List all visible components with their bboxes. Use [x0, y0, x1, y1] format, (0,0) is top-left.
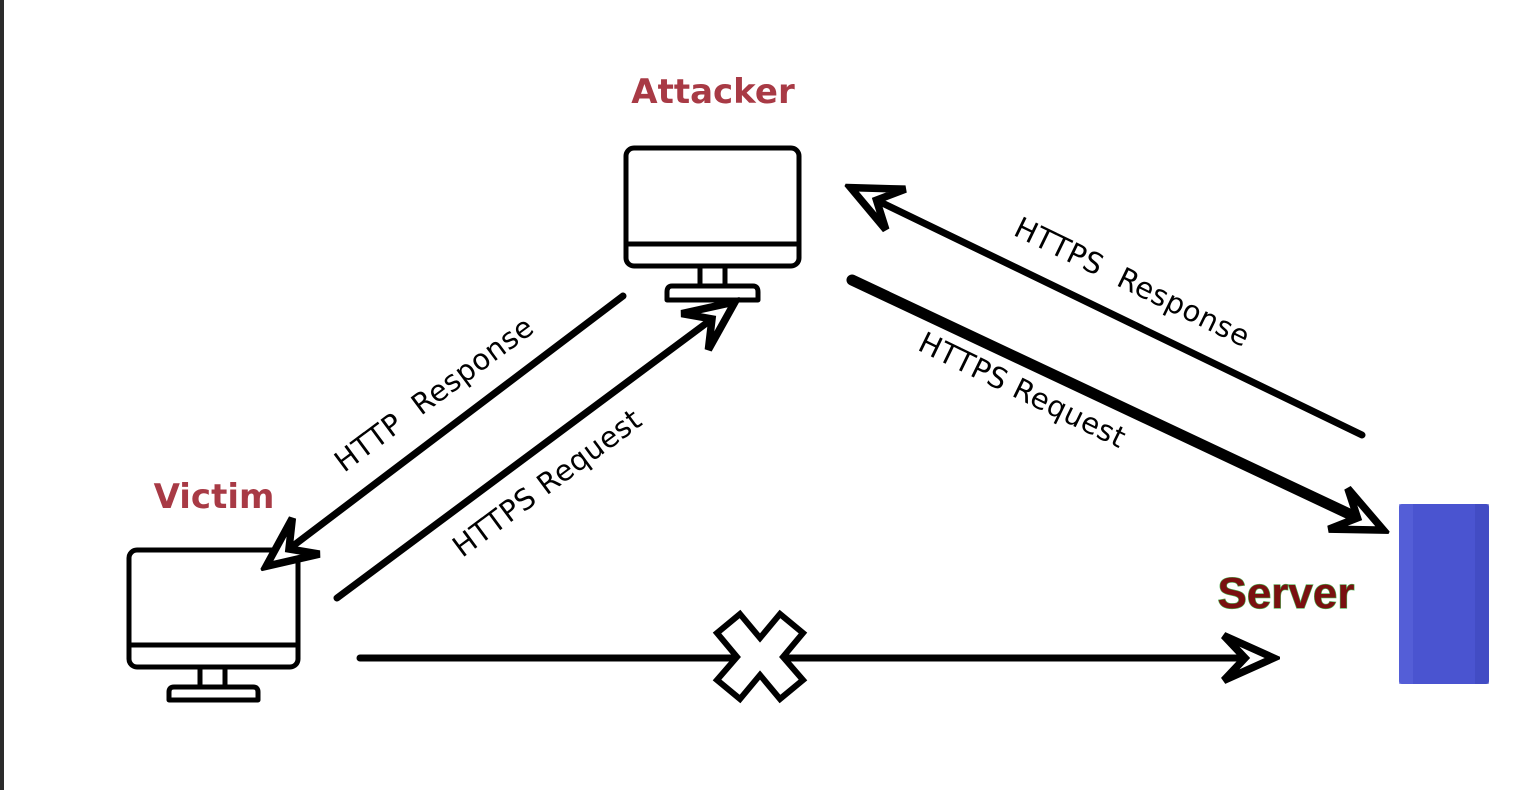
- attacker-to-victim-label: HTTP Response: [328, 309, 540, 478]
- victim-label: Victim: [154, 477, 275, 517]
- attacker-to-server-label: HTTPS Request: [913, 325, 1131, 455]
- victim-monitor-icon: [126, 547, 301, 703]
- attacker-to-server-arrow: [846, 274, 1362, 520]
- attacker-to-victim-arrow: [285, 292, 627, 552]
- server-label: Server: [1217, 569, 1354, 618]
- attacker-monitor-icon: [623, 145, 802, 303]
- attacker-label: Attacker: [631, 72, 795, 112]
- server-cylinder-icon: [1399, 504, 1489, 684]
- victim-to-attacker-label: HTTPS Request: [446, 402, 648, 564]
- victim-to-attacker-arrow: [333, 316, 716, 602]
- blocked-x-icon: [712, 609, 808, 704]
- server-to-attacker-arrow: [872, 198, 1366, 439]
- left-border: [0, 0, 4, 790]
